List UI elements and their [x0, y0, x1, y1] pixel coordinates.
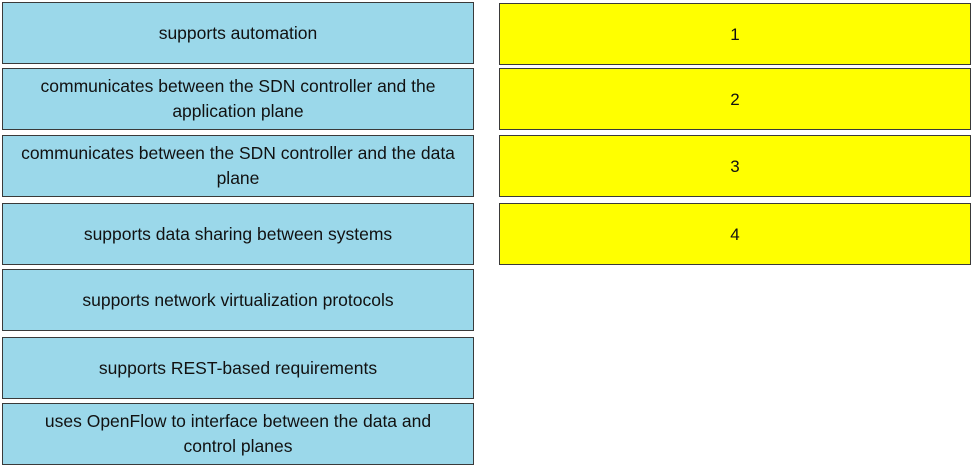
drag-option-supports-automation[interactable]: supports automation — [2, 2, 474, 64]
drop-target-3[interactable]: 3 — [499, 135, 971, 197]
drop-target-1[interactable]: 1 — [499, 3, 971, 65]
drag-option-data-sharing[interactable]: supports data sharing between systems — [2, 203, 474, 265]
drag-option-openflow-interface[interactable]: uses OpenFlow to interface between the d… — [2, 403, 474, 465]
drag-option-network-virtualization[interactable]: supports network virtualization protocol… — [2, 269, 474, 331]
drop-target-4[interactable]: 4 — [499, 203, 971, 265]
drop-target-2[interactable]: 2 — [499, 68, 971, 130]
drag-option-sdn-controller-data-plane[interactable]: communicates between the SDN controller … — [2, 135, 474, 197]
drag-option-rest-requirements[interactable]: supports REST-based requirements — [2, 337, 474, 399]
drag-option-sdn-controller-application-plane[interactable]: communicates between the SDN controller … — [2, 68, 474, 130]
